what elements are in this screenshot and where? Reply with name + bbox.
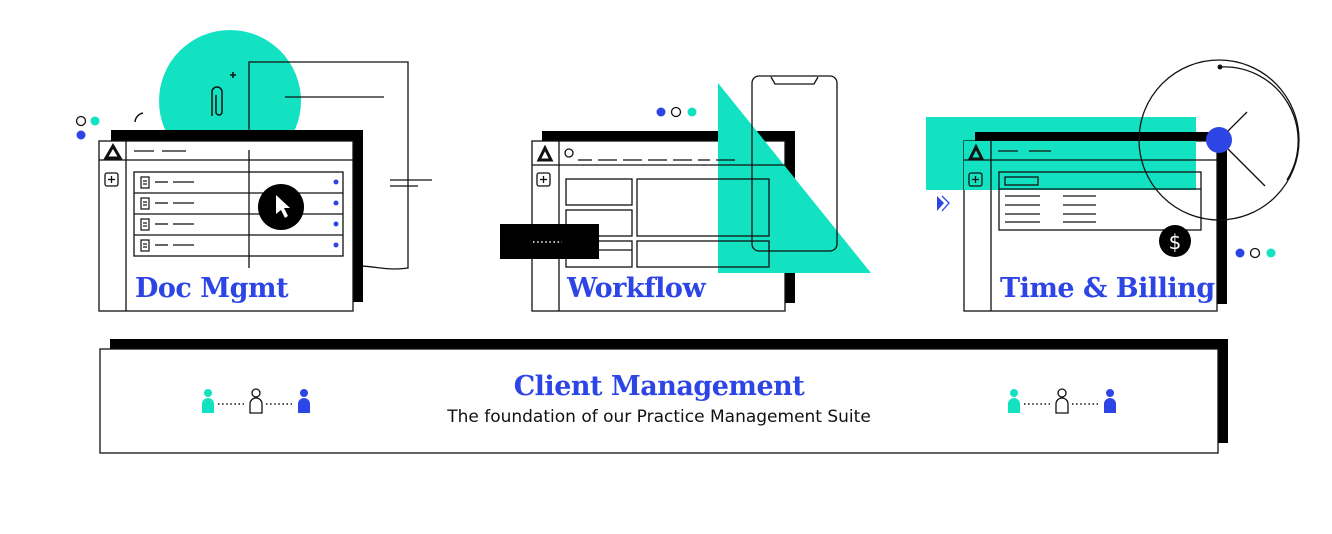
dot-decor <box>75 115 87 127</box>
client-management-banner: Client Management The foundation of our … <box>99 339 1228 454</box>
dot-decor <box>90 116 100 126</box>
dollar-icon: $ <box>1159 225 1191 257</box>
people-connection-icon <box>1008 388 1116 414</box>
delta-logo-icon <box>103 143 123 160</box>
plus-icon <box>968 172 983 187</box>
delta-logo-icon <box>967 143 985 161</box>
dot-decor <box>687 107 697 117</box>
banner-subtitle: The foundation of our Practice Managemen… <box>446 407 871 427</box>
doc-mgmt-panel: Doc Mgmt <box>75 30 432 312</box>
doc-mgmt-title: Doc Mgmt <box>135 273 289 304</box>
document-list <box>133 171 344 257</box>
svg-text:$: $ <box>1169 230 1182 254</box>
dot-decor <box>1249 247 1261 259</box>
dot-decor <box>1266 248 1276 258</box>
phone-icon <box>751 75 838 252</box>
teal-triangle-decor <box>718 83 871 273</box>
dot-decor <box>656 107 666 117</box>
dot-decor <box>670 106 682 118</box>
document-icon <box>140 176 150 252</box>
dot-decor <box>1235 248 1245 258</box>
cursor-icon <box>258 184 304 230</box>
people-connection-icon <box>202 388 310 414</box>
play-arrow-icon <box>937 195 950 212</box>
paperclip-icon <box>211 72 236 116</box>
plus-icon <box>536 172 551 187</box>
arc-decor <box>134 112 144 123</box>
plus-icon <box>104 172 119 187</box>
billing-panel: $ Time & Billing <box>926 59 1300 312</box>
workflow-panel: Workflow <box>500 75 871 312</box>
billing-title: Time & Billing <box>1000 273 1215 304</box>
workflow-title: Workflow <box>566 273 706 304</box>
billing-table <box>998 171 1202 231</box>
dot-decor <box>76 130 86 140</box>
banner-title: Client Management <box>514 371 806 402</box>
delta-logo-icon <box>536 144 554 162</box>
